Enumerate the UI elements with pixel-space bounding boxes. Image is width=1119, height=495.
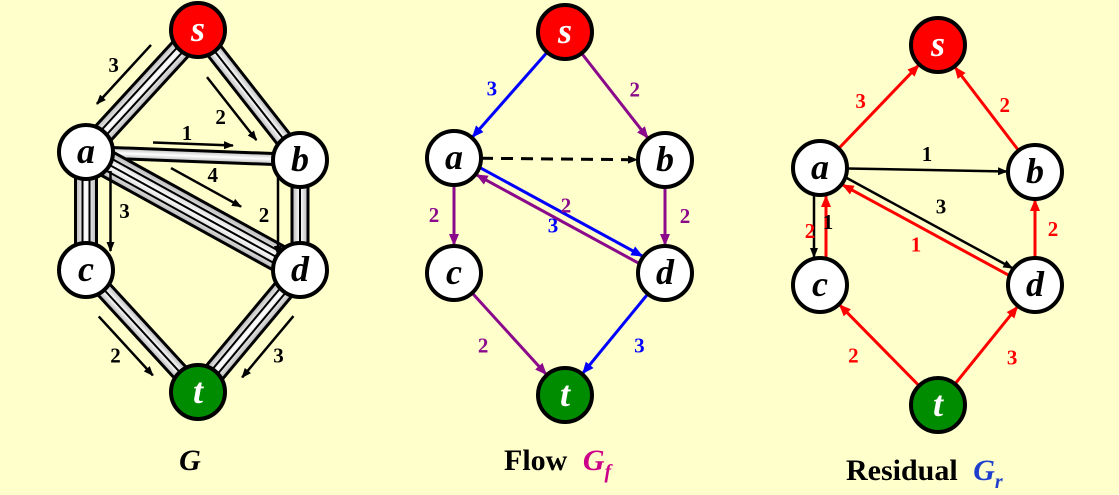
flow-edge-d-t [581, 292, 650, 375]
caption-residual-subscript: r [995, 471, 1003, 493]
graph-gf-flow-edges [449, 51, 670, 376]
flow-label-a-d: 3 [548, 214, 559, 238]
flow-label-d-t: 3 [634, 334, 645, 358]
flow-edge-s-b [580, 52, 649, 139]
capacity-arrow-a-b [152, 141, 234, 150]
capacity-label-a-b: 1 [182, 121, 193, 145]
capacity-arrow-s-b [206, 76, 258, 141]
capacity-arrow-a-d [170, 166, 242, 208]
flow-edge-d-a [475, 173, 641, 265]
residual-edge-t-d [953, 305, 1019, 385]
caption-flow-symbol: G [583, 444, 605, 477]
graph-gr-residual-edges [810, 64, 1040, 387]
node-Gf-b: b [636, 131, 694, 189]
residual-label-b-s: 2 [1000, 93, 1011, 117]
graph-nodes: s a b c d t s a b c d t s a b c d t [57, 1, 1064, 434]
flow-label-a-c: 2 [429, 203, 440, 227]
caption-residual-symbol: G [973, 454, 995, 487]
node-label-s: s [557, 11, 572, 51]
residual-edge-a-d [845, 176, 1014, 270]
residual-edge-a-s [837, 64, 920, 150]
node-G-t: t [169, 363, 227, 421]
node-label-s: s [930, 24, 945, 64]
residual-edge-t-c [838, 303, 921, 387]
capacity-label-a-c: 3 [119, 199, 130, 223]
flow-label-s-a: 3 [487, 77, 498, 101]
capacity-arrow-s-a [95, 44, 152, 105]
residual-edge-b-s [953, 66, 1020, 152]
node-G-d: d [271, 241, 329, 299]
node-label-c: c [446, 252, 462, 292]
caption-flow-prefix: Flow [504, 444, 568, 477]
caption-flow: Flow Gf [504, 444, 614, 483]
flow-label-b-d: 2 [680, 204, 691, 228]
residual-label-t-d: 3 [1007, 345, 1018, 369]
flow-edge-c-t [471, 291, 548, 376]
flow-edge-a-d [478, 166, 644, 258]
node-Gr-t: t [909, 376, 967, 434]
node-Gr-d: d [1006, 256, 1064, 314]
node-label-a: a [77, 131, 95, 171]
residual-label-d-b: 2 [1048, 217, 1059, 241]
node-label-d: d [1026, 264, 1045, 304]
node-label-a: a [445, 137, 463, 177]
node-G-b: b [271, 131, 329, 189]
caption-residual: Residual Gr [846, 454, 1003, 493]
node-Gr-b: b [1006, 143, 1064, 201]
residual-edge-a-b [846, 167, 1009, 176]
node-label-t: t [560, 374, 571, 414]
graph-g-pipes [74, 20, 311, 401]
flow-label-s-b: 2 [629, 78, 640, 102]
node-Gf-a: a [425, 129, 483, 187]
node-Gr-a: a [791, 139, 849, 197]
node-label-c: c [812, 264, 828, 304]
flow-label-d-a: 2 [561, 193, 572, 217]
node-label-c: c [78, 249, 94, 289]
capacity-label-b-d: 2 [259, 203, 270, 227]
residual-label-d-a: 1 [911, 232, 922, 256]
node-Gf-s: s [536, 3, 594, 61]
caption-residual-prefix: Residual [846, 454, 958, 487]
residual-label-a-c: 1 [823, 210, 834, 234]
capacity-label-s-a: 3 [108, 53, 119, 77]
capacity-label-s-b: 2 [215, 105, 226, 129]
node-Gr-s: s [909, 16, 967, 74]
capacity-arrow-c-t [97, 315, 154, 377]
node-label-b: b [656, 139, 674, 179]
capacity-arrow-d-t [241, 315, 295, 379]
graph-g-capacity-arrows [95, 44, 295, 379]
capacity-label-c-t: 2 [110, 343, 121, 367]
node-label-d: d [656, 252, 675, 292]
node-Gf-d: d [636, 244, 694, 302]
node-label-d: d [291, 249, 310, 289]
node-label-s: s [190, 9, 205, 49]
node-label-b: b [1026, 151, 1044, 191]
residual-label-c-a: 2 [805, 219, 816, 243]
node-label-t: t [933, 384, 944, 424]
residual-label-a-b: 1 [922, 142, 933, 166]
flow-edge-a-b [480, 155, 639, 164]
residual-label-a-s: 3 [855, 89, 866, 113]
residual-edge-d-a [841, 183, 1011, 277]
node-G-a: a [57, 123, 115, 181]
residual-label-a-d: 3 [936, 195, 947, 219]
capacity-label-a-d: 4 [208, 163, 219, 187]
node-G-s: s [169, 1, 227, 59]
node-label-b: b [291, 139, 309, 179]
node-Gf-t: t [536, 366, 594, 424]
residual-label-t-c: 2 [848, 343, 859, 367]
caption-g: G [179, 444, 201, 477]
caption-flow-subscript: f [605, 461, 614, 483]
capacity-label-d-t: 3 [273, 344, 284, 368]
node-label-t: t [193, 371, 204, 411]
node-Gf-c: c [425, 244, 483, 302]
node-G-c: c [57, 241, 115, 299]
flow-edge-s-a [471, 51, 549, 138]
node-label-a: a [811, 147, 829, 187]
node-Gr-c: c [791, 256, 849, 314]
flow-label-c-t: 2 [478, 334, 489, 358]
